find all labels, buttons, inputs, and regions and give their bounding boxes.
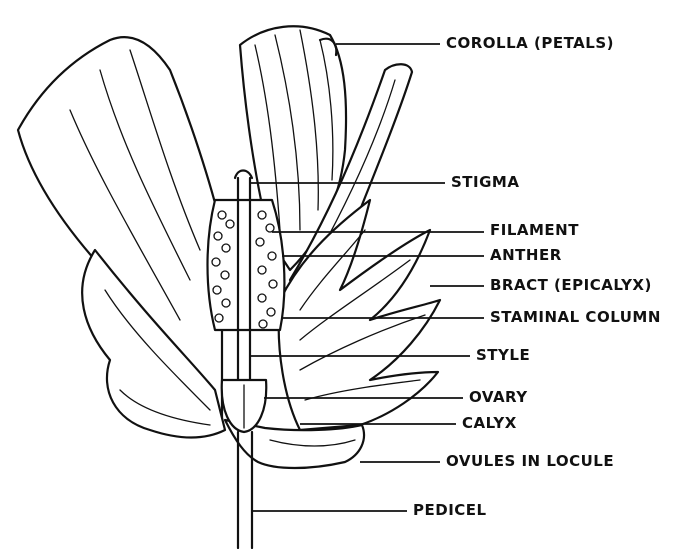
label-corolla: COROLLA (PETALS) (446, 36, 614, 51)
label-staminal-column: STAMINAL COLUMN (490, 310, 661, 325)
label-bract: BRACT (EPICALYX) (490, 278, 652, 293)
label-stigma: STIGMA (451, 175, 519, 190)
label-anther: ANTHER (490, 248, 562, 263)
label-style: STYLE (476, 348, 530, 363)
label-ovary: OVARY (469, 390, 528, 405)
stigma (235, 171, 252, 179)
label-calyx: CALYX (462, 416, 517, 431)
label-ovules: OVULES IN LOCULE (446, 454, 614, 469)
label-pedicel: PEDICEL (413, 503, 487, 518)
label-filament: FILAMENT (490, 223, 579, 238)
